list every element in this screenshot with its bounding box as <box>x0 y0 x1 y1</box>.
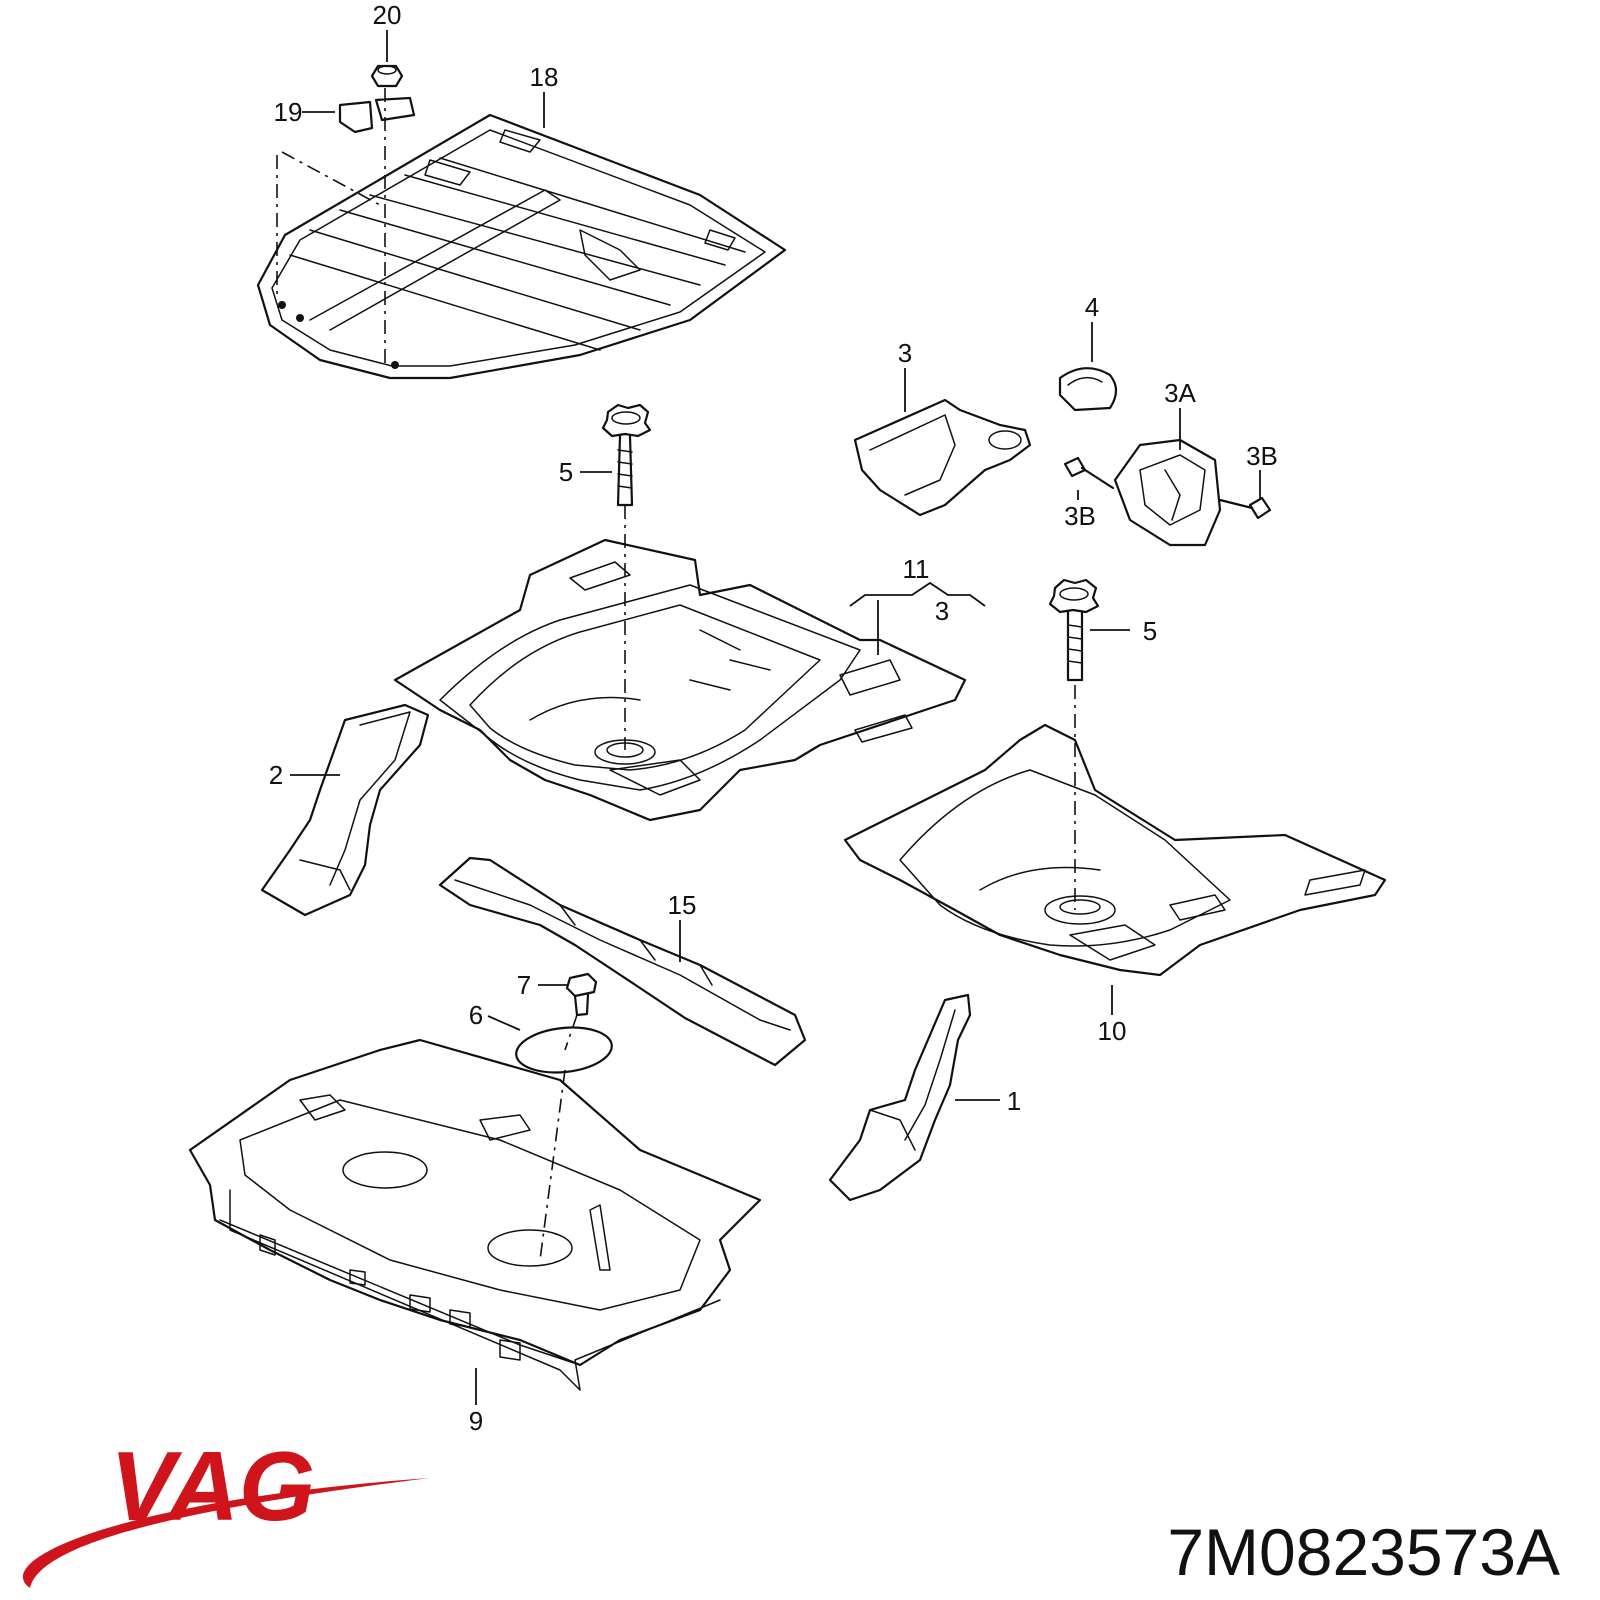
callout-6: 6 <box>469 1000 483 1030</box>
callout-3-top: 3 <box>898 338 912 368</box>
part-3-bracket <box>853 398 1032 517</box>
callout-10: 10 <box>1098 1016 1127 1046</box>
vag-logo-text: VAG <box>110 1431 315 1541</box>
callout-11: 11 <box>903 554 930 584</box>
callout-9: 9 <box>469 1406 483 1436</box>
vag-logo-swoosh <box>22 1478 431 1588</box>
callout-5-left: 5 <box>559 457 573 487</box>
part-15-cross-member <box>438 856 807 1067</box>
part-number: 7M0823573A <box>1167 1515 1560 1589</box>
part-20-nut <box>370 64 404 88</box>
callout-15: 15 <box>668 890 697 920</box>
part-3b-bolt-left <box>1063 456 1115 490</box>
part-7-screw <box>565 972 598 1017</box>
leader-lines <box>290 30 1261 1405</box>
callout-19: 19 <box>274 97 303 127</box>
part-4-cap <box>1058 367 1118 412</box>
part-5-bolt-right <box>1048 578 1100 682</box>
callout-1: 1 <box>1007 1086 1021 1116</box>
callout-4: 4 <box>1085 292 1099 322</box>
part-3b-bolt-right <box>1218 496 1272 520</box>
part-19-clip <box>338 96 416 134</box>
callout-3b-left: 3B <box>1064 501 1096 531</box>
callout-3a: 3A <box>1164 378 1196 408</box>
part-10-rear-floor <box>843 723 1387 977</box>
callout-18: 18 <box>530 62 559 92</box>
part-11-rear-floor <box>393 538 967 822</box>
part-3a-lock <box>1113 438 1222 547</box>
callout-2: 2 <box>269 760 283 790</box>
callout-20: 20 <box>373 0 402 30</box>
part-5-bolt-left <box>601 403 652 507</box>
callout-5-right: 5 <box>1143 616 1157 646</box>
part-18-trunk-cover <box>256 113 787 380</box>
callout-3b-right: 3B <box>1246 441 1278 471</box>
part-1-side-member <box>828 993 972 1202</box>
vag-logo: VAG <box>22 1431 431 1588</box>
part-2-side-member <box>260 703 430 917</box>
part-9-floor-assembly <box>188 1038 762 1391</box>
callouts: 20 19 18 4 3 3A 3B 3B 5 11 3 5 2 15 10 7… <box>269 0 1278 1436</box>
part-6-cover-plate <box>515 1026 613 1074</box>
assembly-lines <box>276 88 1076 1261</box>
callout-3-mid: 3 <box>935 596 949 626</box>
callout-7: 7 <box>517 970 531 1000</box>
